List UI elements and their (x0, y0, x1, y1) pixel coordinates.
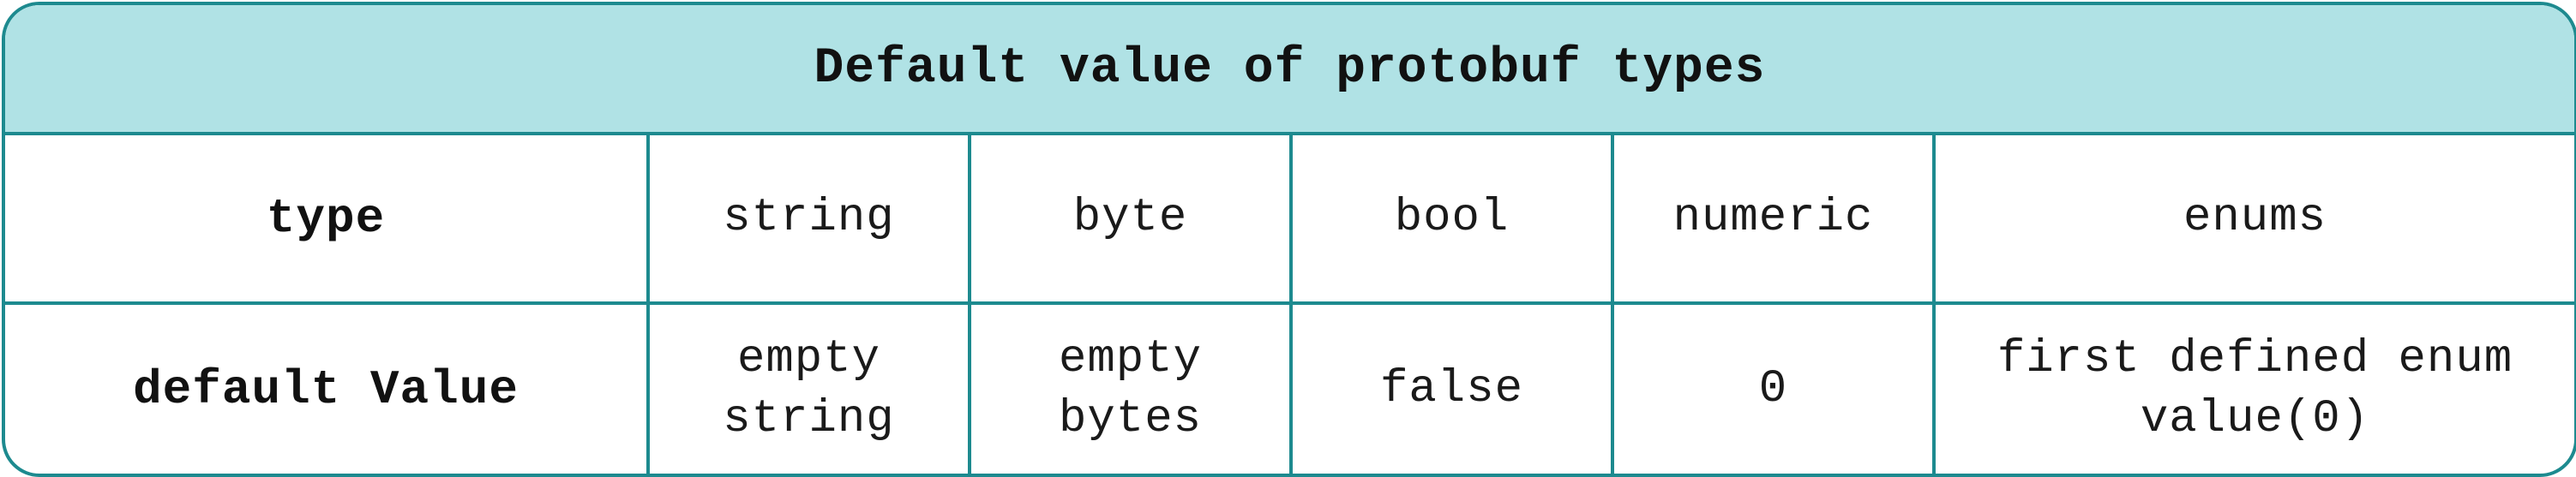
cell-default-bool: false (1289, 301, 1614, 474)
defaults-grid: type string byte bool numeric enums defa… (5, 135, 2574, 474)
cell-type-byte: byte (968, 135, 1293, 305)
cell-type-string: string (646, 135, 971, 305)
cell-default-numeric: 0 (1611, 301, 1936, 474)
cell-type-bool: bool (1289, 135, 1614, 305)
cell-type-numeric: numeric (1611, 135, 1936, 305)
table-row-type: type string byte bool numeric enums (5, 135, 2574, 305)
row-header-default-value: default Value (5, 301, 650, 474)
table-title-bar: Default value of protobuf types (5, 5, 2574, 135)
cell-type-enums: enums (1932, 135, 2574, 305)
row-header-type: type (5, 135, 650, 305)
table-title: Default value of protobuf types (814, 40, 1766, 97)
